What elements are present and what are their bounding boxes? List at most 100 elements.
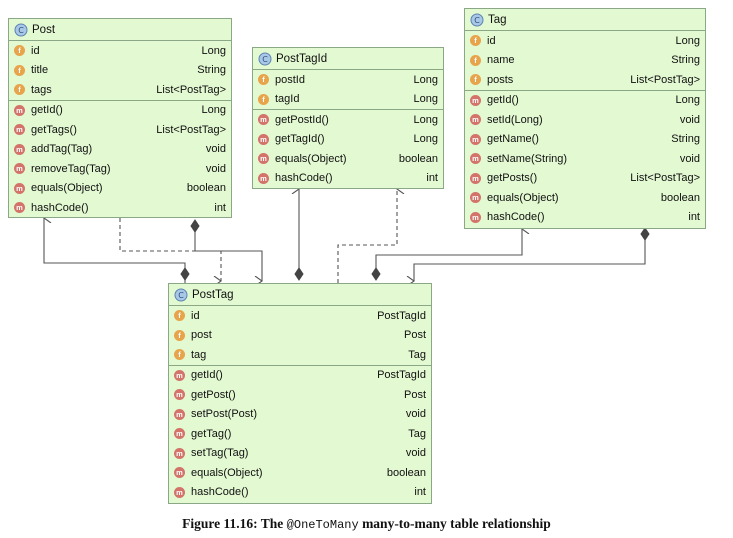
method-icon: m [174,447,185,459]
class-posttagid-header: C PostTagId [253,48,443,70]
field-name: post [191,329,212,342]
diamond-posttag-mid [294,267,304,281]
caption-suffix: many-to-many table relationship [358,516,551,531]
field-icon: f [14,45,25,57]
method-icon: m [470,133,481,145]
method-type: Post [403,388,426,401]
method-name: setId(Long) [487,113,543,126]
field-icon: f [470,74,481,86]
field-name: id [487,34,496,47]
field-name: posts [487,73,514,86]
method-type: boolean [398,152,438,165]
method-name: getId() [31,104,63,117]
method-type: boolean [186,182,226,195]
diamond-posttag-right [371,267,381,281]
tag-composition-line [414,238,646,281]
method-icon: m [470,153,481,165]
class-tag-name: Tag [488,13,507,26]
class-posttagid-name: PostTagId [276,52,328,65]
method-type: Tag [408,427,426,440]
field-icon: f [470,54,481,66]
field-icon: f [258,93,269,105]
posttagid-dashed-line [337,189,397,283]
method-row: m hashCode() int [253,169,443,189]
method-name: equals(Object) [31,182,103,195]
method-type: int [214,201,226,214]
field-type: PostTagId [377,309,426,322]
class-posttag-name: PostTag [192,288,234,301]
method-icon: m [470,94,481,106]
field-icon: f [14,84,25,96]
method-type: void [205,143,226,156]
method-row: m getPostId() Long [253,110,443,130]
method-row: m equals(Object) boolean [9,179,231,199]
method-name: hashCode() [275,172,333,185]
method-type: List<PostTag> [630,172,700,185]
method-type: Long [413,113,438,126]
field-type: Long [413,73,438,86]
method-icon: m [174,428,185,440]
diamond-post-top [190,219,200,233]
method-icon: m [14,104,25,116]
method-icon: m [470,114,481,126]
field-type: Long [413,93,438,106]
method-type: int [426,172,438,185]
method-icon: m [174,486,185,498]
method-icon: m [258,114,269,126]
class-posttag-header: C PostTag [169,284,431,306]
method-icon: m [14,124,25,136]
field-type: String [671,54,700,67]
method-name: getName() [487,133,539,146]
field-icon: f [174,349,185,361]
tag-to-posttag-arrow [375,229,522,275]
field-name: title [31,64,49,77]
method-type: int [688,211,700,224]
method-name: hashCode() [191,486,249,499]
method-icon: m [258,133,269,145]
method-icon: m [174,389,185,401]
method-type: boolean [386,466,426,479]
post-to-posttag-arrow [44,218,186,283]
method-name: getPostId() [275,113,329,126]
method-name: equals(Object) [191,466,263,479]
class-tag-header: C Tag [465,9,705,31]
field-icon: f [470,35,481,47]
post-dashed-line [119,218,221,281]
class-icon: C [14,23,28,36]
method-icon: m [258,153,269,165]
method-icon: m [14,182,25,194]
class-icon: C [470,13,484,26]
method-name: getTags() [31,123,77,136]
field-name: id [191,309,200,322]
field-type: Long [675,34,700,47]
svg-text:C: C [474,16,480,25]
field-icon: f [174,310,185,322]
field-icon: f [258,74,269,86]
method-name: getId() [191,369,223,382]
field-type: Tag [408,348,426,361]
method-name: hashCode() [31,201,89,214]
method-icon: m [258,172,269,184]
